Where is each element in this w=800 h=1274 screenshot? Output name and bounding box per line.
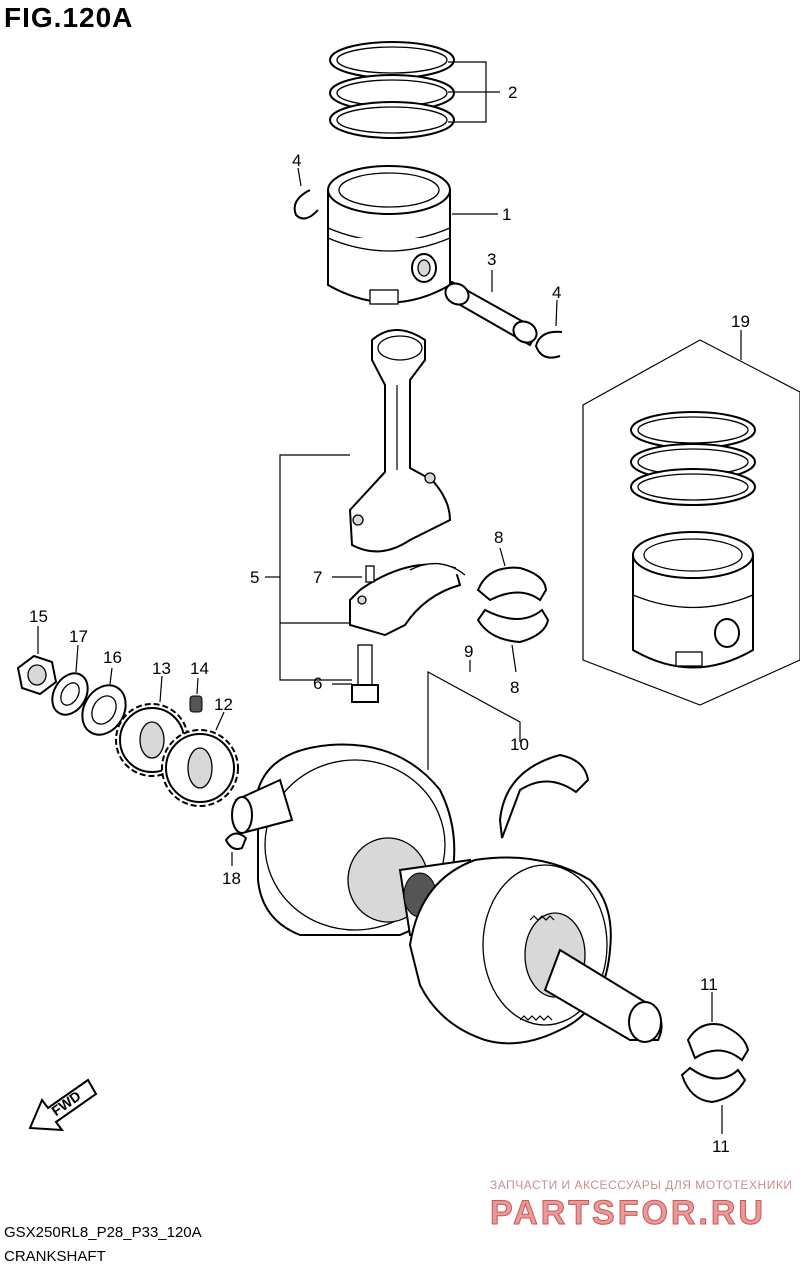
crankshaft-journal-bearings[interactable] [680,1023,750,1104]
callout-11-top: 11 [700,975,718,994]
callout-1: 1 [502,205,511,224]
callout-14: 14 [190,659,209,678]
thrust-washer[interactable] [498,753,590,839]
connecting-rod-cap[interactable] [349,563,466,637]
figure-title: FIG.120A [4,2,134,33]
figure-name: CRANKSHAFT [4,1248,106,1265]
callout-3: 3 [487,250,496,269]
lock-washer[interactable] [45,667,95,721]
circlip-left[interactable] [293,189,319,220]
callout-13: 13 [152,659,171,678]
forward-direction-arrow [28,1078,98,1132]
callout-16: 16 [103,648,122,667]
connecting-rod[interactable] [348,329,452,553]
callout-10: 10 [510,735,529,754]
woodruff-key[interactable] [224,832,248,850]
figure-code: GSX250RL8_P28_P33_120A [4,1224,202,1241]
piston-pin[interactable] [442,279,541,347]
callout-15: 15 [29,607,48,626]
dowel-pin[interactable] [365,565,375,583]
callout-9: 9 [464,642,473,661]
piston-set-assembly[interactable] [630,411,756,669]
callout-5: 5 [250,568,259,587]
piston-rings[interactable] [329,41,455,139]
callout-8-bottom: 8 [510,678,519,697]
crankshaft-nut[interactable] [16,654,58,696]
driven-gear[interactable] [161,729,239,807]
conrod-bolt[interactable] [351,644,379,703]
callout-7: 7 [313,568,322,587]
callout-18: 18 [222,869,241,888]
callout-17: 17 [69,627,88,646]
circlip-right[interactable] [534,330,563,359]
piston[interactable] [327,165,451,305]
callout-19: 19 [731,312,750,331]
callout-2: 2 [508,83,517,102]
callout-6: 6 [313,674,322,693]
conrod-bearings[interactable] [476,566,550,644]
watermark-logo-text: PARTSFOR.RU [490,1194,766,1230]
crankshaft[interactable] [231,743,663,1045]
callout-4-right: 4 [552,283,561,302]
callout-12: 12 [214,695,233,714]
callout-11-bottom: 11 [712,1137,730,1156]
spring[interactable] [189,695,203,713]
callout-4-top: 4 [292,151,301,170]
flat-washer[interactable] [74,677,135,742]
callout-8-top: 8 [494,528,503,547]
watermark-logo: PARTSFOR.RU [490,1194,766,1230]
watermark-tagline: ЗАПЧАСТИ И АКСЕССУАРЫ ДЛЯ МОТОТЕХНИКИ [490,1178,793,1192]
